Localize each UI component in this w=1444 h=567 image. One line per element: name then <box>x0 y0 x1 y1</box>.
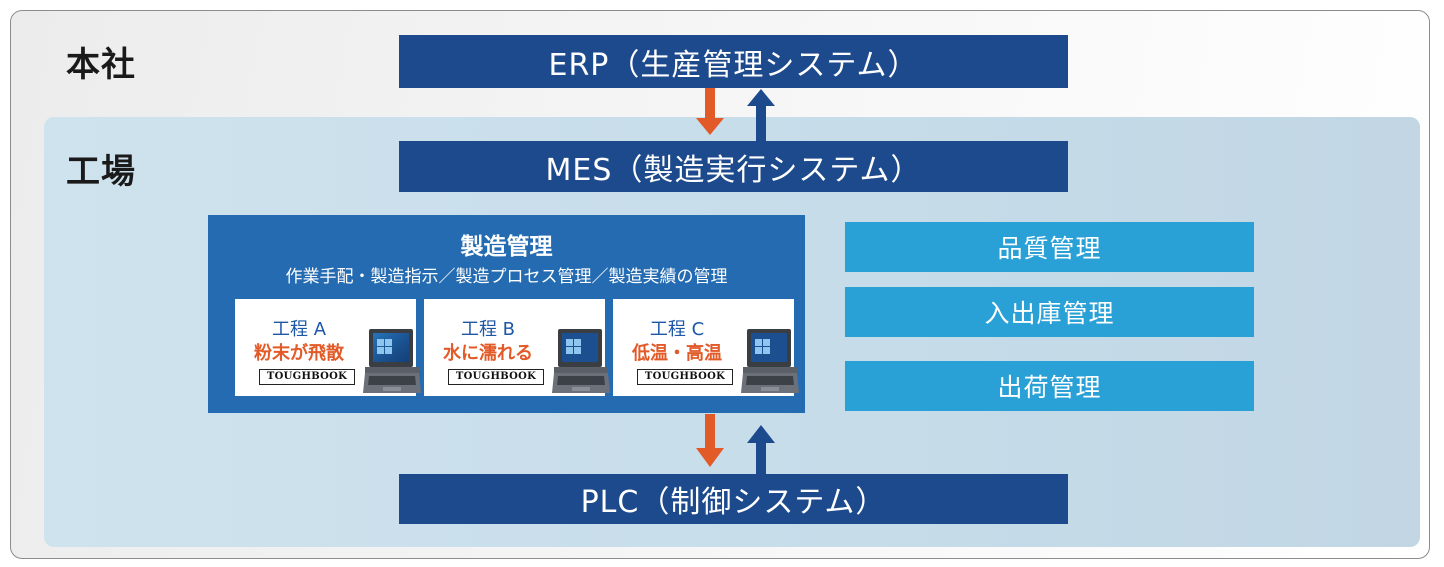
manufacturing-management-subtitle: 作業手配・製造指示／製造プロセス管理／製造実績の管理 <box>285 267 728 287</box>
rugged-laptop-icon <box>363 329 421 393</box>
shipping-management-box: 出荷管理 <box>845 361 1254 411</box>
manufacturing-management-title: 製造管理 <box>460 234 553 260</box>
process-name: 工程 B <box>460 319 516 340</box>
process-card-c: 工程 C 低温・高温 TOUGHBOOK <box>613 299 799 396</box>
quality-management-label: 品質管理 <box>997 234 1102 263</box>
shipping-management-label: 出荷管理 <box>997 373 1102 402</box>
plc-label: PLC（制御システム） <box>580 485 887 520</box>
manufacturing-management-box: 製造管理 作業手配・製造指示／製造プロセス管理／製造実績の管理 工程 A 粉末が… <box>208 215 805 413</box>
toughbook-logo: TOUGHBOOK <box>637 369 733 385</box>
rugged-laptop-icon <box>741 329 799 393</box>
factory-label: 工場 <box>66 152 136 192</box>
process-card-b: 工程 B 水に濡れる TOUGHBOOK <box>424 299 610 396</box>
plc-box: PLC（制御システム） <box>399 474 1068 524</box>
headquarters-label: 本社 <box>66 45 136 85</box>
arrow-up-mes-to-erp <box>747 89 775 142</box>
process-condition: 水に濡れる <box>443 343 533 364</box>
quality-management-box: 品質管理 <box>845 222 1254 272</box>
arrow-up-plc-to-mes <box>747 425 775 476</box>
warehouse-management-label: 入出庫管理 <box>984 299 1115 328</box>
process-name: 工程 C <box>649 319 705 340</box>
process-name: 工程 A <box>271 319 327 340</box>
warehouse-management-box: 入出庫管理 <box>845 287 1254 337</box>
rugged-laptop-icon <box>552 329 610 393</box>
toughbook-logo: TOUGHBOOK <box>448 369 544 385</box>
process-condition: 低温・高温 <box>632 343 722 364</box>
toughbook-logo: TOUGHBOOK <box>259 369 355 385</box>
process-condition: 粉末が飛散 <box>254 343 344 364</box>
process-card-a: 工程 A 粉末が飛散 TOUGHBOOK <box>235 299 421 396</box>
arrow-down-mes-to-plc <box>696 414 724 467</box>
erp-box: ERP（生産管理システム） <box>399 35 1068 88</box>
mes-box: MES（製造実行システム） <box>399 141 1068 192</box>
erp-label: ERP（生産管理システム） <box>548 47 919 83</box>
mes-label: MES（製造実行システム） <box>545 152 922 188</box>
arrow-down-erp-to-mes <box>696 88 724 135</box>
